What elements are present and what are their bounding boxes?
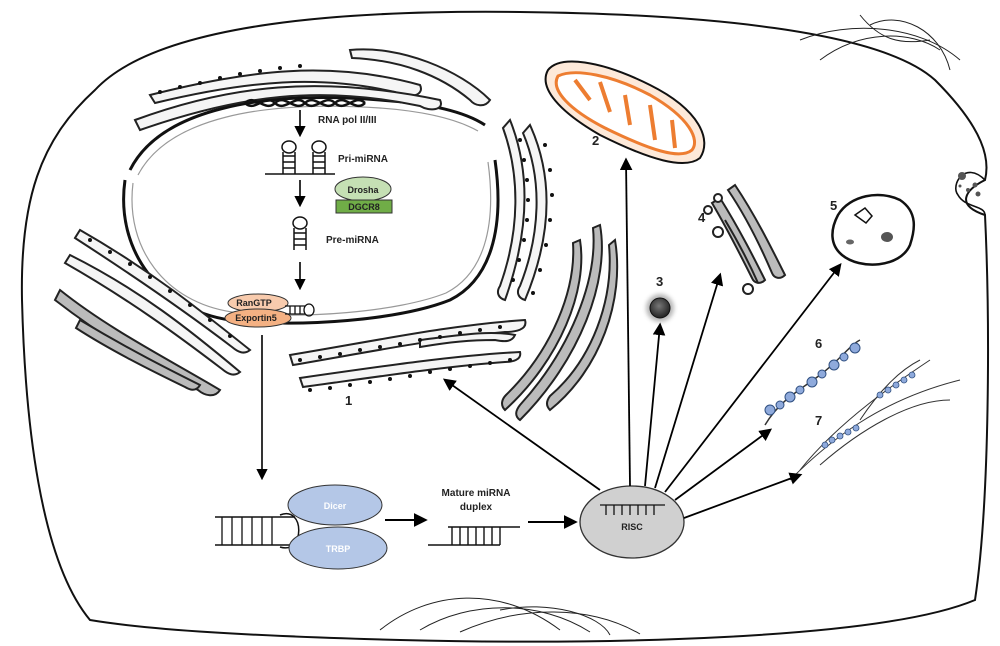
risc-shape: [579, 485, 685, 559]
drosha-label: Drosha: [347, 185, 379, 195]
number-7: 7: [815, 413, 822, 428]
dgcr8-label: DGCR8: [348, 202, 380, 212]
smooth-er-icon: [53, 288, 222, 397]
risc-label: RISC: [621, 522, 643, 532]
risc-guide-strand-icon: [600, 504, 665, 515]
number-6: 6: [815, 336, 822, 351]
mature-duplex-label-line1: Mature miRNA: [442, 488, 511, 499]
golgi-stack-icon: [710, 183, 787, 284]
rna-pol-label: RNA pol II/III: [318, 115, 377, 126]
pri-mirna-hairpin-icon: [265, 140, 335, 175]
lysosome-icon: [646, 294, 674, 322]
cytoskeleton-ribosome-icon: [789, 359, 961, 481]
exportin5-label: Exportin5: [235, 313, 277, 323]
trbp-shape: [288, 526, 388, 570]
mitochondrion-icon: [544, 60, 706, 165]
number-5: 5: [830, 198, 837, 213]
cell-membrane: [20, 10, 989, 643]
exported-hairpin-icon: [285, 303, 315, 317]
number-2: 2: [592, 133, 599, 148]
mature-duplex-label-line2: duplex: [460, 502, 493, 513]
risc-target-arrows: [442, 157, 842, 519]
exosome-icon: [955, 171, 986, 216]
cytoskeleton-top-icon: [799, 14, 961, 71]
pre-mirna-label: Pre-miRNA: [326, 235, 379, 246]
dicer-label: Dicer: [324, 501, 347, 511]
trbp-label: TRBP: [326, 544, 351, 554]
number-3: 3: [656, 274, 663, 289]
cytoskeleton-bottom-icon: [379, 597, 641, 636]
number-4: 4: [698, 210, 706, 225]
rangtp-label: RanGTP: [236, 298, 272, 308]
polysome-icon: [764, 339, 861, 426]
pre-mirna-hairpin-icon: [292, 216, 308, 250]
rough-er-icon: [63, 48, 548, 389]
vesicle-icons: [703, 193, 754, 295]
dicer-shape: [287, 484, 383, 526]
number-1: 1: [345, 393, 352, 408]
dna-helix-icon: [244, 98, 366, 108]
dgcr8-shape: [335, 199, 393, 214]
pri-mirna-label: Pri-miRNA: [338, 154, 388, 165]
exportin5-shape: [224, 308, 292, 328]
mature-duplex-icon: [428, 526, 520, 546]
ribosome-dots: [88, 64, 554, 392]
dicer-complex-icon: [215, 512, 300, 549]
golgi-center-icon: [501, 223, 619, 422]
nuclear-envelope: [122, 96, 500, 325]
endosome-icon: [831, 193, 916, 266]
